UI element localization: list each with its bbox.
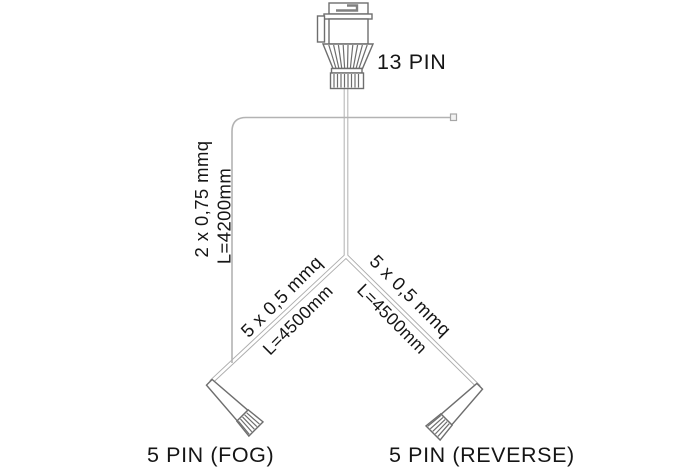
connector-5pin-fog-icon (205, 378, 265, 438)
plug-body (328, 18, 369, 45)
reverse-cap (424, 412, 454, 442)
label-5pin-fog: 5 PIN (FOG) (147, 443, 274, 467)
label-5pin-reverse: 5 PIN (REVERSE) (389, 443, 575, 467)
label-13pin: 13 PIN (377, 50, 446, 74)
label-feed-length: L=4200mm (214, 168, 235, 264)
plug-bayonet-slot (336, 4, 359, 12)
reverse-body (440, 382, 484, 426)
connector-13pin-icon (316, 2, 375, 90)
plug-strain-relief-ribs (333, 74, 360, 88)
connector-5pin-reverse-icon (424, 382, 484, 442)
plug-flange (323, 13, 373, 20)
fog-cap (235, 408, 265, 438)
plug-side-tab (316, 15, 326, 43)
plug-cone-hatching (328, 44, 368, 69)
feed-wire-terminal-icon (449, 113, 458, 122)
label-feed-spec: 2 x 0,75 mmq (191, 141, 212, 258)
feed-wire (231, 116, 454, 363)
reverse-cap-ribs (427, 414, 450, 437)
main-cable-core (210, 88, 480, 388)
fog-cap-ribs (237, 412, 260, 435)
fog-body (205, 378, 249, 422)
